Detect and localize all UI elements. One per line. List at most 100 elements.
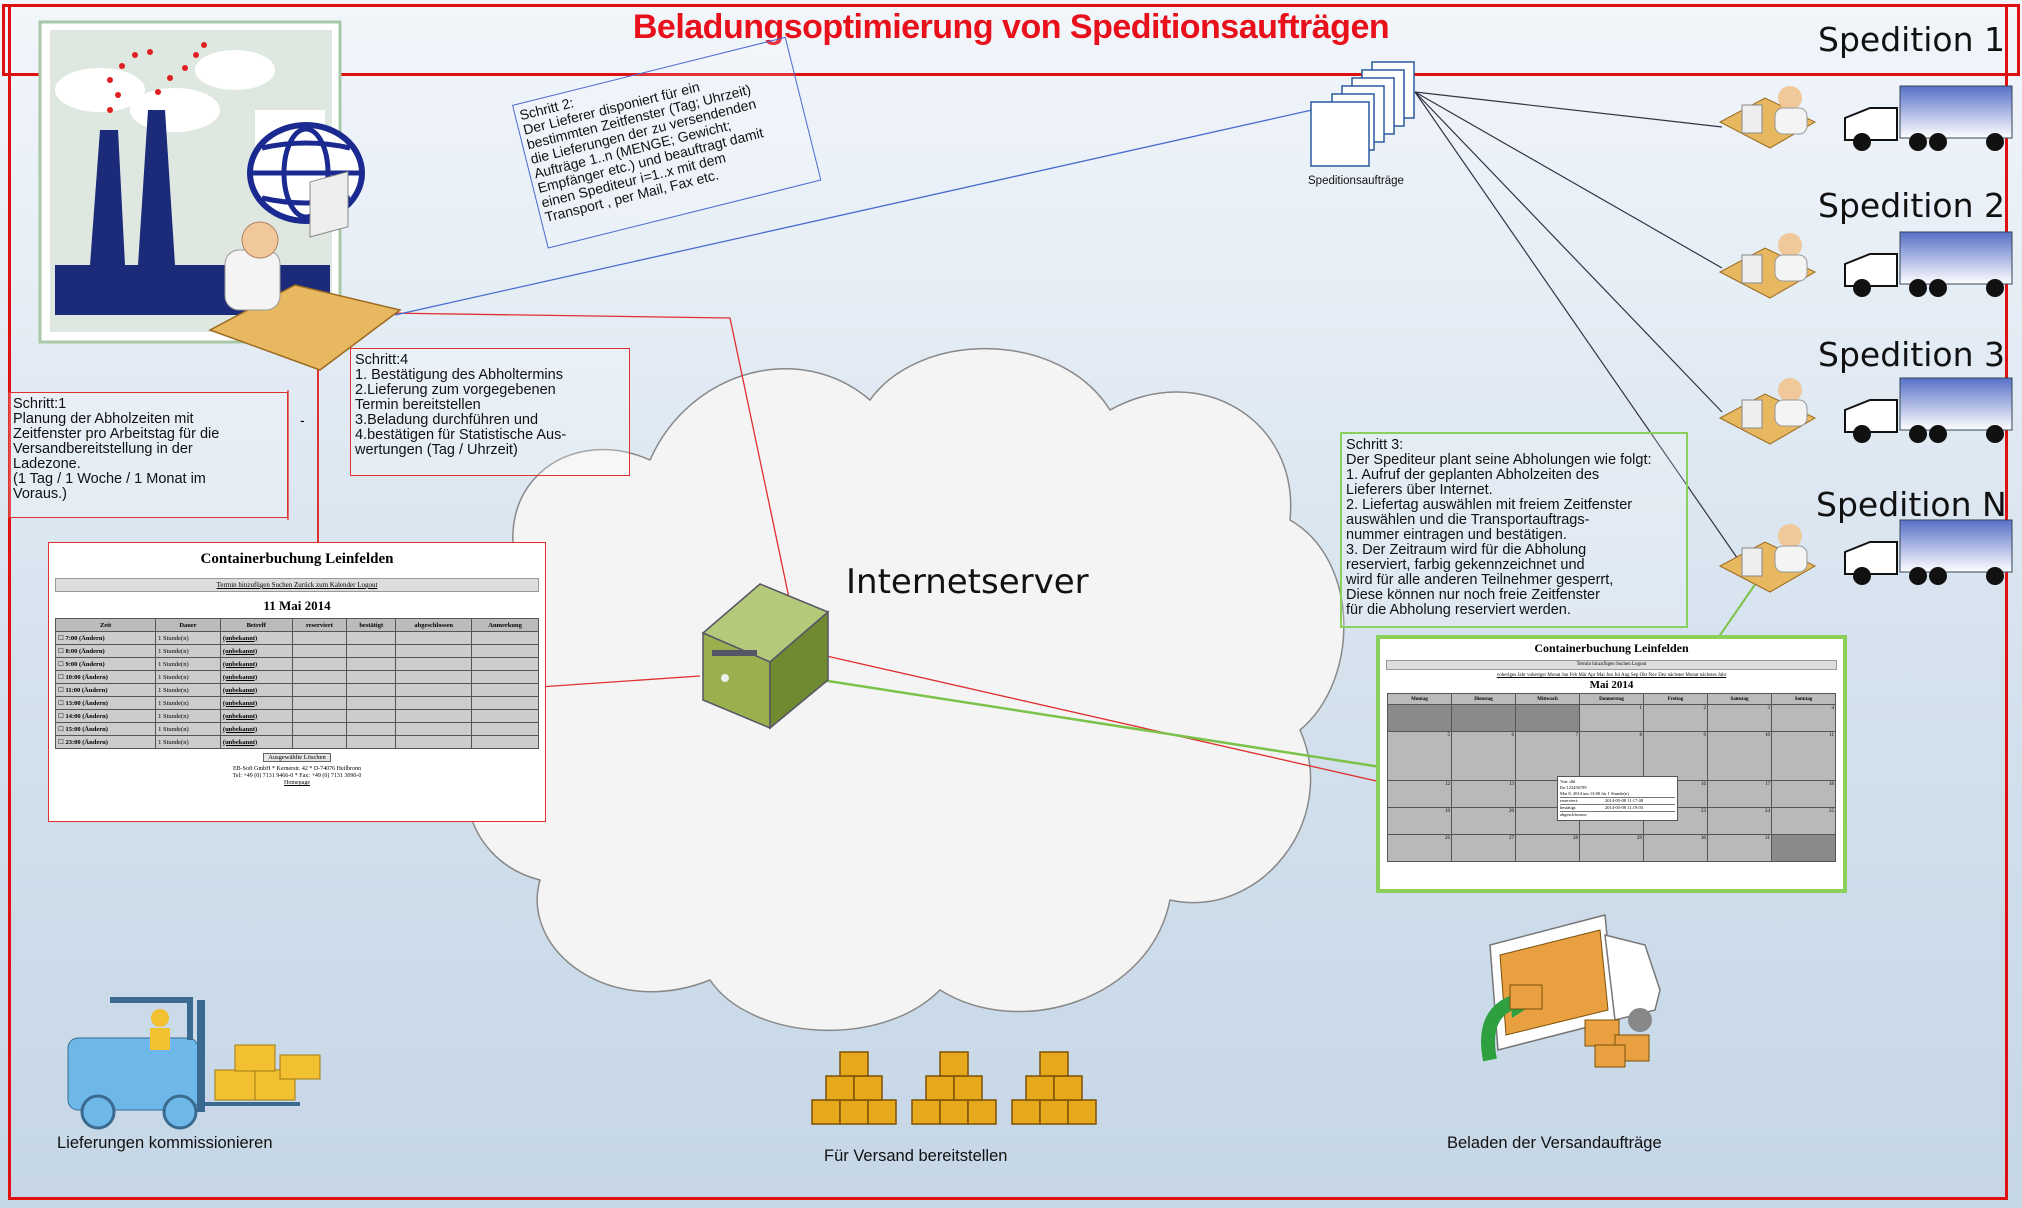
homepage-link[interactable]: Homepage (284, 780, 310, 786)
calendar-day[interactable]: 1 (1579, 704, 1644, 732)
calendar-day[interactable]: 31 (1707, 834, 1772, 862)
booking-row[interactable]: ☐ 10:00 (Ändern)1 Stunde(n)(unbekannt) (54, 670, 539, 684)
booking-subject[interactable]: (unbekannt) (219, 735, 293, 749)
weekday-mo: Montag (1387, 693, 1452, 705)
calendar-month-links[interactable]: voheriges Jahr voheriger Monat Jan Feb M… (1496, 673, 1727, 678)
caption-loading: Beladen der Versandaufträge (1447, 1134, 1662, 1152)
booking-nav[interactable]: Termin hinzufügen Suchen Zurück zum Kale… (55, 578, 539, 592)
connector-doc-sped3 (1414, 91, 1723, 413)
calendar-day[interactable]: 10 (1707, 731, 1772, 781)
calendar-day[interactable]: 30 (1643, 834, 1708, 862)
truck-3-icon (1844, 377, 2013, 443)
calendar-day[interactable]: 28 (1515, 834, 1580, 862)
calendar-day[interactable] (1451, 704, 1516, 732)
calendar-day[interactable]: 26 (1387, 834, 1452, 862)
row-checkbox[interactable]: ☐ (58, 687, 66, 694)
booking-time[interactable]: ☐ 9:00 (Ändern) (54, 657, 157, 671)
calendar-day[interactable]: 11 (1771, 731, 1836, 781)
popup-reserved-label: reserviert: (1560, 798, 1579, 803)
booking-closed (395, 709, 473, 723)
calendar-day[interactable]: 6 (1451, 731, 1516, 781)
booking-subject[interactable]: (unbekannt) (219, 644, 293, 658)
booking-reserved (291, 644, 348, 658)
booking-time[interactable]: ☐ 11:00 (Ändern) (54, 683, 157, 697)
booking-time[interactable]: ☐ 10:00 (Ändern) (54, 670, 157, 684)
row-checkbox[interactable]: ☐ (58, 726, 66, 733)
calendar-day[interactable]: 29 (1579, 834, 1644, 862)
row-checkbox[interactable]: ☐ (58, 635, 66, 642)
row-checkbox[interactable]: ☐ (58, 674, 66, 681)
booking-time-text: 9:00 (Ändern) (65, 661, 105, 668)
booking-row[interactable]: ☐ 13:00 (Ändern)1 Stunde(n)(unbekannt) (54, 696, 539, 710)
booking-row[interactable]: ☐ 23:00 (Ändern)1 Stunde(n)(unbekannt) (54, 735, 539, 749)
calendar-month: Mai 2014 (1589, 679, 1634, 691)
booking-time[interactable]: ☐ 23:00 (Ändern) (54, 735, 157, 749)
calendar-day[interactable]: 2 (1643, 704, 1708, 732)
calendar-day[interactable]: 4 (1771, 704, 1836, 732)
calendar-day[interactable]: 13 (1451, 780, 1516, 808)
booking-confirmed (346, 657, 397, 671)
delete-selected-button[interactable]: Ausgewählte Löschen (263, 753, 331, 762)
calendar-day[interactable]: 8 (1579, 731, 1644, 781)
booking-row[interactable]: ☐ 15:00 (Ändern)1 Stunde(n)(unbekannt) (54, 722, 539, 736)
booking-time[interactable]: ☐ 8:00 (Ändern) (54, 644, 157, 658)
col-zeit: Zeit (54, 618, 157, 632)
step1-dash: - (300, 412, 305, 428)
spedition-1-label: Spedition 1 (1818, 20, 2006, 59)
calendar-day[interactable]: 25 (1771, 807, 1836, 835)
booking-confirmed (346, 644, 397, 658)
calendar-day[interactable]: 7 (1515, 731, 1580, 781)
popup-from: Von: dhl (1560, 779, 1576, 784)
booking-subject[interactable]: (unbekannt) (219, 657, 293, 671)
booking-row[interactable]: ☐ 9:00 (Ändern)1 Stunde(n)(unbekannt) (54, 657, 539, 671)
booking-time[interactable]: ☐ 7:00 (Ändern) (54, 631, 157, 645)
booking-time[interactable]: ☐ 14:00 (Ändern) (54, 709, 157, 723)
booking-note (471, 631, 539, 645)
booking-subject[interactable]: (unbekannt) (219, 683, 293, 697)
calendar-day[interactable]: 20 (1451, 807, 1516, 835)
calendar-day[interactable]: 12 (1387, 780, 1452, 808)
calendar-nav[interactable]: Termin hinzufügen Suchen Logout (1386, 660, 1837, 670)
title-frame (2, 4, 2020, 76)
booking-subject[interactable]: (unbekannt) (219, 696, 293, 710)
calendar-day[interactable]: 19 (1387, 807, 1452, 835)
booking-closed (395, 631, 473, 645)
row-checkbox[interactable]: ☐ (58, 739, 66, 746)
row-checkbox[interactable]: ☐ (58, 661, 66, 668)
spedition-n-label: Spedition N (1816, 485, 2007, 524)
row-checkbox[interactable]: ☐ (58, 700, 66, 707)
booking-time[interactable]: ☐ 15:00 (Ändern) (54, 722, 157, 736)
calendar-title: Containerbuchung Leinfelden (1534, 641, 1689, 655)
booking-note (471, 644, 539, 658)
spediteur-1-icon (1718, 86, 1817, 149)
booking-subject[interactable]: (unbekannt) (219, 670, 293, 684)
booking-reserved (291, 631, 348, 645)
booking-time-text: 23:00 (Ändern) (65, 739, 108, 746)
calendar-day[interactable]: 17 (1707, 780, 1772, 808)
calendar-day[interactable] (1387, 704, 1452, 732)
calendar-day[interactable] (1771, 834, 1836, 862)
calendar-day[interactable]: 18 (1771, 780, 1836, 808)
booking-duration: 1 Stunde(n) (155, 670, 221, 684)
booking-subject[interactable]: (unbekannt) (219, 631, 293, 645)
calendar-day[interactable]: 3 (1707, 704, 1772, 732)
row-checkbox[interactable]: ☐ (58, 648, 66, 655)
booking-row[interactable]: ☐ 8:00 (Ändern)1 Stunde(n)(unbekannt) (54, 644, 539, 658)
col-abgeschlossen: abgeschlossen (395, 618, 473, 632)
weekday-sa: Samstag (1707, 693, 1772, 705)
calendar-day[interactable] (1515, 704, 1580, 732)
booking-time[interactable]: ☐ 13:00 (Ändern) (54, 696, 157, 710)
row-checkbox[interactable]: ☐ (58, 713, 66, 720)
calendar-day[interactable]: 9 (1643, 731, 1708, 781)
booking-subject[interactable]: (unbekannt) (219, 709, 293, 723)
calendar-day[interactable]: 5 (1387, 731, 1452, 781)
booking-row[interactable]: ☐ 7:00 (Ändern)1 Stunde(n)(unbekannt) (54, 631, 539, 645)
calendar-day[interactable]: 27 (1451, 834, 1516, 862)
booking-row[interactable]: ☐ 14:00 (Ändern)1 Stunde(n)(unbekannt) (54, 709, 539, 723)
calendar-day[interactable]: 24 (1707, 807, 1772, 835)
server-icon (701, 583, 830, 730)
booking-subject[interactable]: (unbekannt) (219, 722, 293, 736)
booking-row[interactable]: ☐ 11:00 (Ändern)1 Stunde(n)(unbekannt) (54, 683, 539, 697)
